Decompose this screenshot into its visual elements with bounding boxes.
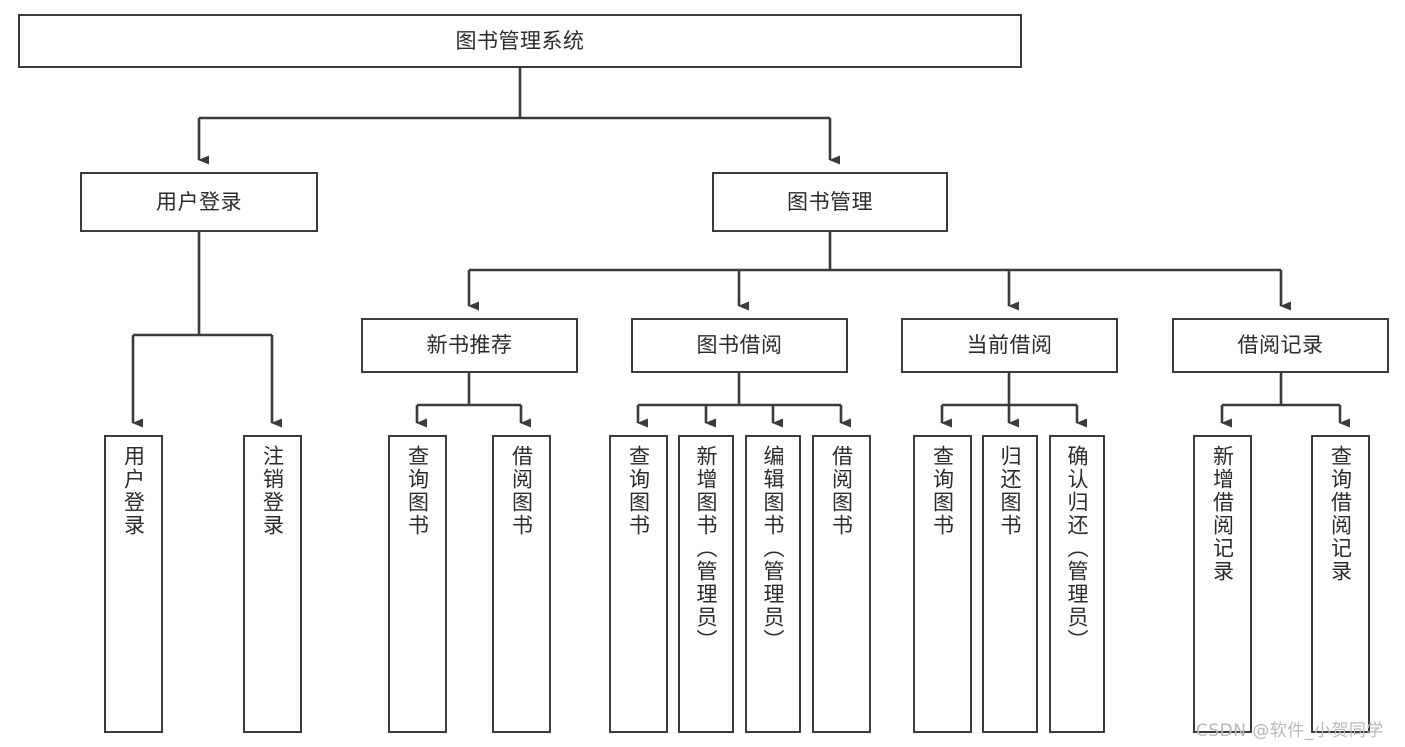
node-user-login-label: 用户登录 (156, 189, 242, 214)
node-leaf-add-book-label: 新增图书（管理员） (694, 445, 719, 652)
node-user-login[interactable]: 用户登录 (80, 172, 318, 232)
node-leaf-query-book-1-label: 查询图书 (405, 445, 430, 537)
node-book-management-label: 图书管理 (787, 189, 873, 214)
node-leaf-borrow-book-2[interactable]: 借阅图书 (812, 435, 871, 733)
node-current-borrow-label: 当前借阅 (966, 333, 1053, 358)
node-leaf-user-login[interactable]: 用户登录 (104, 435, 163, 733)
node-leaf-query-borrow-record[interactable]: 查询借阅记录 (1311, 435, 1370, 733)
node-new-book-recommend[interactable]: 新书推荐 (361, 318, 578, 373)
node-leaf-borrow-book-2-label: 借阅图书 (829, 445, 854, 537)
node-leaf-confirm-return-label: 确认归还（管理员） (1065, 445, 1090, 652)
node-leaf-query-book-1[interactable]: 查询图书 (388, 435, 447, 733)
node-leaf-query-book-3[interactable]: 查询图书 (913, 435, 972, 733)
node-current-borrow[interactable]: 当前借阅 (901, 318, 1118, 373)
node-leaf-add-borrow-record-label: 新增借阅记录 (1210, 445, 1235, 583)
node-leaf-query-book-2-label: 查询图书 (626, 445, 651, 537)
node-book-borrow[interactable]: 图书借阅 (631, 318, 848, 373)
node-leaf-borrow-book-1[interactable]: 借阅图书 (492, 435, 551, 733)
node-new-book-recommend-label: 新书推荐 (426, 333, 513, 358)
node-book-management[interactable]: 图书管理 (712, 172, 948, 232)
node-leaf-add-borrow-record[interactable]: 新增借阅记录 (1193, 435, 1252, 733)
node-leaf-logout-login-label: 注销登录 (260, 445, 285, 537)
node-book-borrow-label: 图书借阅 (696, 333, 783, 358)
node-borrow-record[interactable]: 借阅记录 (1172, 318, 1389, 373)
node-leaf-edit-book[interactable]: 编辑图书（管理员） (745, 435, 801, 733)
node-borrow-record-label: 借阅记录 (1237, 333, 1324, 358)
node-root-label: 图书管理系统 (455, 28, 585, 53)
node-leaf-query-borrow-record-label: 查询借阅记录 (1328, 445, 1353, 583)
csdn-watermark: CSDN @软件_小贺同学 (1196, 721, 1384, 741)
node-leaf-query-book-2[interactable]: 查询图书 (609, 435, 668, 733)
node-leaf-edit-book-label: 编辑图书（管理员） (761, 445, 786, 652)
node-leaf-return-book-label: 归还图书 (998, 445, 1023, 537)
node-leaf-query-book-3-label: 查询图书 (930, 445, 955, 537)
node-leaf-borrow-book-1-label: 借阅图书 (509, 445, 534, 537)
node-leaf-logout-login[interactable]: 注销登录 (243, 435, 302, 733)
node-root[interactable]: 图书管理系统 (18, 14, 1022, 68)
node-leaf-user-login-label: 用户登录 (121, 445, 146, 537)
node-leaf-add-book[interactable]: 新增图书（管理员） (678, 435, 734, 733)
node-leaf-return-book[interactable]: 归还图书 (982, 435, 1038, 733)
node-leaf-confirm-return[interactable]: 确认归还（管理员） (1049, 435, 1105, 733)
